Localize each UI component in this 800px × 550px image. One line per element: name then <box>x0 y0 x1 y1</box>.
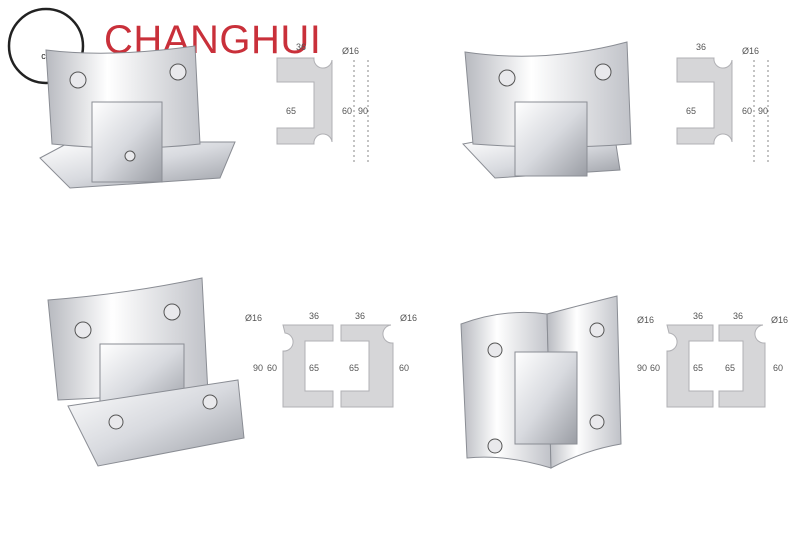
dim-hole: Ø16 <box>342 46 359 56</box>
hinge-illustration-1 <box>39 45 236 189</box>
dim-inner-left: 65 <box>693 363 703 373</box>
dim-height: 90 <box>758 106 768 116</box>
hinge-illustration-3 <box>47 277 245 467</box>
hinge-illustration-2 <box>462 41 632 179</box>
dim-depth-right: 60 <box>773 363 783 373</box>
dim-width-left: 36 <box>693 311 703 321</box>
hinge-body <box>462 41 632 179</box>
dim-width: 36 <box>696 42 706 52</box>
product-wall-hinge-1 <box>30 40 380 200</box>
hinge-profile-shape <box>676 57 733 145</box>
dim-depth-left: 60 <box>267 363 277 373</box>
profile-diagram-1: 36 Ø16 65 60 90 <box>272 42 382 167</box>
dim-width-right: 36 <box>733 311 743 321</box>
hinge-body <box>460 295 622 469</box>
dim-width-right: 36 <box>355 311 365 321</box>
dim-hole: Ø16 <box>742 46 759 56</box>
dim-inner: 65 <box>686 106 696 116</box>
dim-hole-right: Ø16 <box>771 315 788 325</box>
hinge-illustration-4 <box>460 295 622 469</box>
hinge-profile-right <box>340 324 394 408</box>
hinge-body <box>47 277 245 467</box>
product-wall-hinge-2 <box>455 40 665 190</box>
dim-height-left: 90 <box>637 363 647 373</box>
dim-height: 90 <box>358 106 368 116</box>
dim-hole-left: Ø16 <box>245 313 262 323</box>
profile-diagram-2: 36 Ø16 65 60 90 <box>672 42 782 167</box>
dim-depth-right: 60 <box>399 363 409 373</box>
dim-depth-left: 60 <box>650 363 660 373</box>
dim-height-left: 90 <box>253 363 263 373</box>
dim-width-left: 36 <box>309 311 319 321</box>
dim-inner-right: 65 <box>349 363 359 373</box>
hinge-profile-left <box>282 324 334 408</box>
dim-hole-right: Ø16 <box>400 313 417 323</box>
hinge-profile-right <box>718 324 766 408</box>
dim-depth: 60 <box>742 106 752 116</box>
profile-diagram-3: Ø16 36 90 60 65 36 65 Ø16 60 <box>245 305 435 415</box>
product-glass-hinge-180 <box>455 290 635 480</box>
dim-inner-left: 65 <box>309 363 319 373</box>
dim-inner: 65 <box>286 106 296 116</box>
dim-depth: 60 <box>342 106 352 116</box>
product-glass-hinge-135 <box>38 270 248 470</box>
hinge-body <box>39 45 236 189</box>
dim-inner-right: 65 <box>725 363 735 373</box>
hinge-profile-left <box>666 324 714 408</box>
hinge-profile-shape <box>276 57 333 145</box>
dim-hole-left: Ø16 <box>637 315 654 325</box>
dim-width: 36 <box>296 42 306 52</box>
profile-diagram-4: Ø16 36 90 60 65 36 65 Ø16 60 <box>635 305 795 415</box>
